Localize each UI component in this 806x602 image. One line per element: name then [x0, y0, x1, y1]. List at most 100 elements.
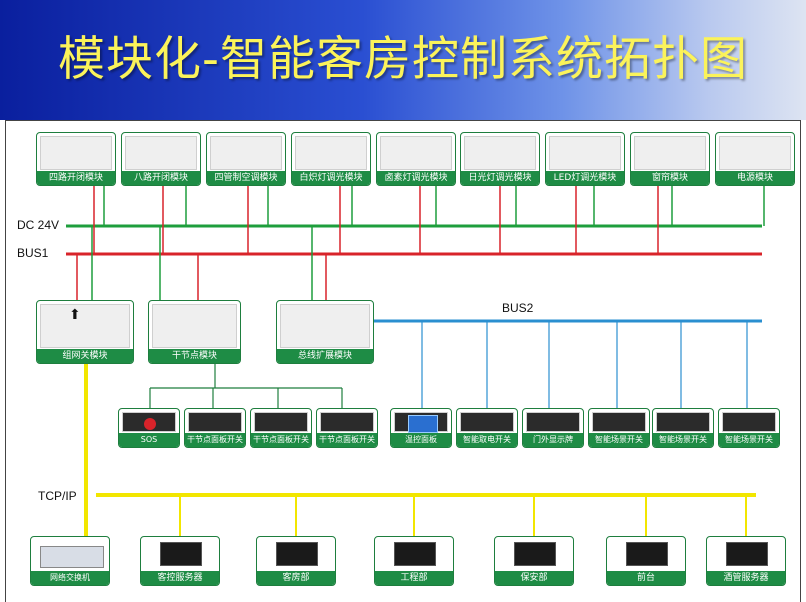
device-thermostat: 温控面板 [390, 408, 452, 448]
device-scene-switch-3: 智能场景开关 [718, 408, 780, 448]
node-body [498, 540, 570, 570]
module-hvac: 四管制空调模块 [206, 132, 286, 186]
node-label: 客房部 [257, 571, 335, 585]
module-label: 四管制空调模块 [207, 171, 285, 185]
module-body [40, 304, 130, 348]
device-face [188, 412, 242, 432]
device-dry-panel-3: 干节点面板开关 [316, 408, 378, 448]
node-body [378, 540, 450, 570]
device-face [320, 412, 374, 432]
node-label: 保安部 [495, 571, 573, 585]
network-switch: 网络交换机 [30, 536, 110, 586]
device-door-display: 门外显示牌 [522, 408, 584, 448]
module-label: 窗帘模块 [631, 171, 709, 185]
module-halogen-dimmer: 卤素灯调光模块 [376, 132, 456, 186]
module-body [40, 136, 112, 170]
module-bus-extension: 总线扩展模块 [276, 300, 374, 364]
module-gateway: ⬆ 组网关模块 [36, 300, 134, 364]
module-body [464, 136, 536, 170]
module-incandescent-dimmer: 白炽灯调光模块 [291, 132, 371, 186]
module-body [380, 136, 452, 170]
computer-icon [276, 542, 318, 566]
computer-icon [726, 542, 768, 566]
node-housekeeping: 客房部 [256, 536, 336, 586]
device-face [460, 412, 514, 432]
module-body [634, 136, 706, 170]
module-dry-contact: 干节点模块 [148, 300, 241, 364]
computer-icon [160, 542, 202, 566]
device-face [526, 412, 580, 432]
screen-icon [408, 415, 438, 433]
node-label: 前台 [607, 571, 685, 585]
node-label: 工程部 [375, 571, 453, 585]
node-label: 酒管服务器 [707, 571, 785, 585]
node-security: 保安部 [494, 536, 574, 586]
module-curtain: 窗帘模块 [630, 132, 710, 186]
module-power: 电源模块 [715, 132, 795, 186]
network-switch-icon [40, 546, 104, 568]
device-label: 温控面板 [391, 433, 451, 447]
node-guest-control-server: 客控服务器 [140, 536, 220, 586]
node-engineering: 工程部 [374, 536, 454, 586]
module-label: LED灯调光模块 [546, 171, 624, 185]
module-8ch-switch: 八路开闭模块 [121, 132, 201, 186]
device-label: 智能场景开关 [719, 433, 779, 447]
module-body [549, 136, 621, 170]
mid-module-wires [76, 226, 327, 300]
device-label: 智能场景开关 [653, 433, 713, 447]
device-face [656, 412, 710, 432]
module-body [280, 304, 370, 348]
bus2-drops [421, 321, 748, 408]
module-label: 四路开闭模块 [37, 171, 115, 185]
module-label: 电源模块 [716, 171, 794, 185]
node-body [144, 540, 216, 570]
module-label: 白炽灯调光模块 [292, 171, 370, 185]
device-label: 门外显示牌 [523, 433, 583, 447]
dry-contact-wires [149, 363, 343, 408]
device-label: 干节点面板开关 [317, 433, 377, 447]
device-label: 干节点面板开关 [185, 433, 245, 447]
node-body [610, 540, 682, 570]
device-label: SOS [119, 433, 179, 447]
module-led-dimmer: LED灯调光模块 [545, 132, 625, 186]
module-label: 干节点模块 [149, 349, 240, 363]
node-front-desk: 前台 [606, 536, 686, 586]
module-label: 总线扩展模块 [277, 349, 373, 363]
device-label: 智能场景开关 [589, 433, 649, 447]
device-face [254, 412, 308, 432]
module-4ch-switch: 四路开闭模块 [36, 132, 116, 186]
module-fluorescent-dimmer: 日光灯调光模块 [460, 132, 540, 186]
device-dry-panel-2: 干节点面板开关 [250, 408, 312, 448]
device-face [592, 412, 646, 432]
module-label: 卤素灯调光模块 [377, 171, 455, 185]
title-banner: 模块化-智能客房控制系统拓扑图 [0, 0, 806, 120]
computer-icon [394, 542, 436, 566]
node-body [260, 540, 332, 570]
module-body [210, 136, 282, 170]
tcpip-drops [179, 495, 747, 536]
page-title: 模块化-智能客房控制系统拓扑图 [58, 32, 748, 87]
bus1-label: BUS1 [17, 246, 49, 260]
tcpip-label: TCP/IP [38, 489, 77, 503]
device-scene-switch-1: 智能场景开关 [588, 408, 650, 448]
device-power-switch: 智能取电开关 [456, 408, 518, 448]
module-body [719, 136, 791, 170]
top-module-wires [93, 186, 765, 254]
module-body [295, 136, 367, 170]
node-label: 客控服务器 [141, 571, 219, 585]
module-label: 八路开闭模块 [122, 171, 200, 185]
bus2-label: BUS2 [502, 301, 534, 315]
module-body [125, 136, 197, 170]
device-label: 干节点面板开关 [251, 433, 311, 447]
device-face [722, 412, 776, 432]
topology-diagram: DC 24V BUS1 BUS2 TCP/IP 四路开闭模块 八路开闭模块 四管… [0, 120, 806, 602]
module-label: 日光灯调光模块 [461, 171, 539, 185]
device-sos: SOS [118, 408, 180, 448]
module-body [152, 304, 237, 348]
diagram-frame [5, 120, 801, 602]
module-label: 组网关模块 [37, 349, 133, 363]
computer-icon [626, 542, 668, 566]
sos-button-icon [144, 418, 156, 430]
node-label: 网络交换机 [31, 571, 109, 585]
wiring-layer [66, 186, 765, 538]
